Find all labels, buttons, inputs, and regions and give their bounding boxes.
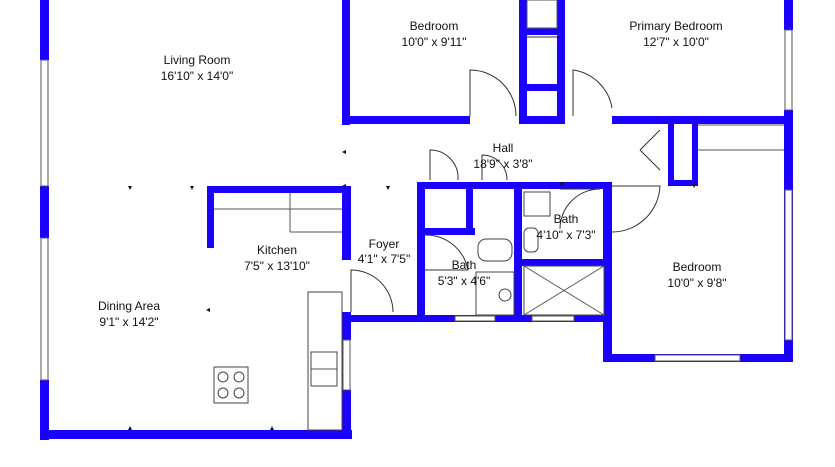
door-closet-2 <box>481 154 508 181</box>
room-dims-primary-bedroom: 12'7" x 10'0" <box>643 35 709 49</box>
wall-kitchen-east <box>342 186 351 260</box>
door-linen <box>639 129 661 171</box>
door-bath1 <box>559 188 601 230</box>
wall-kitchen-east-lower <box>342 312 351 340</box>
door-bath2 <box>424 234 469 271</box>
room-name-primary-bedroom: Primary Bedroom <box>629 19 722 33</box>
room-labels: Bedroom 10'0" x 9'11" Primary Bedroom 12… <box>98 19 727 329</box>
wall-bath2-left <box>417 235 425 322</box>
room-name-bedroom-2: Bedroom <box>673 260 722 274</box>
wall-bedroom2-west <box>603 182 612 362</box>
door-bedroom2 <box>611 185 661 233</box>
wall-bath-divider <box>514 259 611 266</box>
wall-closet-2 <box>519 84 565 91</box>
window-bedroom2-east <box>784 189 793 341</box>
windows <box>40 0 793 391</box>
wall-closets-bottom <box>417 228 475 235</box>
wall-left-bottom <box>40 380 49 440</box>
wall-closet-div-1 <box>466 182 473 234</box>
wall-closet-1 <box>519 28 565 35</box>
room-dims-bath-2: 5'3" x 4'6" <box>438 274 490 288</box>
room-dims-foyer: 4'1" x 7'5" <box>358 252 410 266</box>
dimension-ticks <box>128 150 696 430</box>
window-bath-1 <box>454 315 496 322</box>
room-name-foyer: Foyer <box>369 237 400 251</box>
wall-kitchen-top <box>207 186 351 193</box>
wall-left-lower <box>40 186 49 238</box>
wall-primary-east <box>784 0 793 30</box>
window-left <box>40 59 49 187</box>
room-dims-dining-area: 9'1" x 14'2" <box>99 315 158 329</box>
wall-linen-1 <box>668 116 674 186</box>
wall-closet-bottom <box>519 116 565 124</box>
wall-kitchen-east-bottom <box>342 390 351 439</box>
bath-sink <box>523 191 551 217</box>
room-dims-kitchen: 7'5" x 13'10" <box>244 259 310 273</box>
wall-bedroom-divider <box>519 0 527 124</box>
window-left-lower <box>40 237 49 381</box>
wall-linen-2 <box>692 116 698 186</box>
room-name-bedroom: Bedroom <box>410 19 459 33</box>
toilet-icon <box>498 288 512 302</box>
door-foyer <box>350 269 394 313</box>
window-primary-east <box>784 29 793 111</box>
door-hall-closet <box>429 149 459 181</box>
window-bedroom2-bottom <box>654 354 741 362</box>
stove-icon <box>213 366 249 404</box>
window-closet <box>526 0 558 29</box>
window-bath-2 <box>531 315 575 322</box>
wall-closet-div-2 <box>514 182 522 322</box>
door-bedroom <box>469 69 517 117</box>
wall-primary-bottom <box>612 116 792 124</box>
walls <box>40 0 793 440</box>
room-dims-bedroom: 10'0" x 9'11" <box>402 35 467 49</box>
wall-bedroom-bottom <box>342 116 470 124</box>
window-kitchen <box>342 339 351 391</box>
room-dims-living-room: 16'10" x 14'0" <box>161 69 234 83</box>
wall-kitchen-west <box>207 186 214 248</box>
wall-bottom <box>40 430 352 439</box>
wall-closet-3 <box>557 0 565 124</box>
wall-left <box>40 0 49 60</box>
door-primary <box>572 69 613 116</box>
room-dims-hall: 18'9" x 3'8" <box>473 157 532 171</box>
fixtures <box>213 124 784 431</box>
room-name-living-room: Living Room <box>164 53 231 67</box>
room-name-hall: Hall <box>493 141 514 155</box>
wall-east-upper <box>784 110 793 186</box>
wall-bedroom-west <box>342 0 350 125</box>
doors <box>350 36 661 313</box>
bath-toilet <box>523 227 539 253</box>
room-dims-bedroom-2: 10'0" x 9'8" <box>667 276 726 290</box>
room-name-bath-2: Bath <box>452 258 477 272</box>
bathtub-icon <box>477 238 513 262</box>
room-name-bath-1: Bath <box>554 212 579 226</box>
room-name-dining-area: Dining Area <box>98 299 160 313</box>
room-dims-bath-1: 4'10" x 7'3" <box>536 228 595 242</box>
wall-hall-bottom <box>668 180 694 186</box>
room-name-kitchen: Kitchen <box>257 243 297 257</box>
